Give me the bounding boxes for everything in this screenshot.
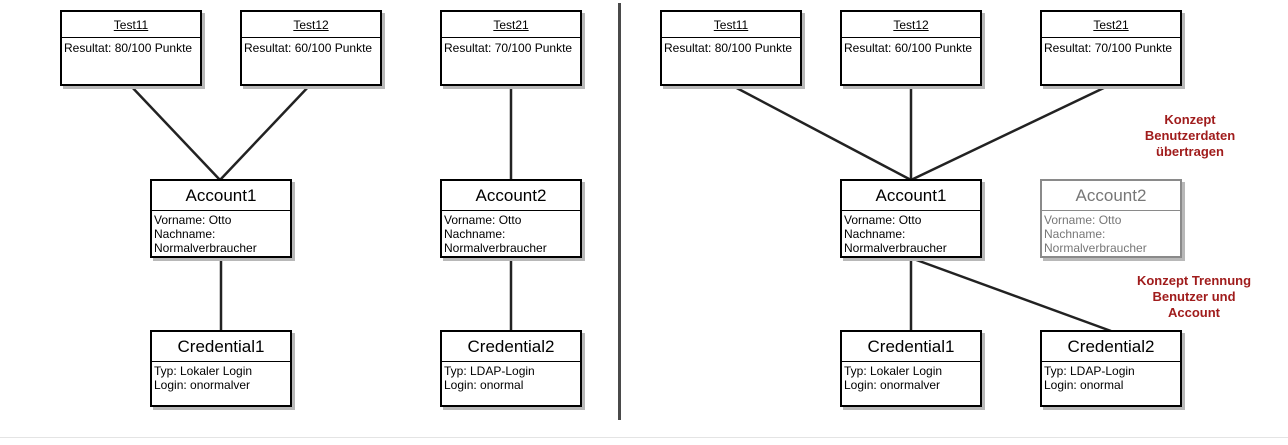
r-credential2-type: Typ: LDAP-Login	[1044, 364, 1135, 378]
account2-lastname-label: Nachname:	[444, 227, 506, 241]
credential2-title: Credential2	[442, 332, 580, 362]
r-test21-title: Test21	[1042, 12, 1180, 38]
test21-title: Test21	[442, 12, 580, 38]
test11-result: Resultat: 80/100 Punkte	[64, 41, 193, 55]
credential1-type: Typ: Lokaler Login	[154, 364, 253, 378]
test11-box[interactable]: Test11 Resultat: 80/100 Punkte	[60, 10, 202, 86]
r-credential1-box[interactable]: Credential1 Typ: Lokaler Login Login: on…	[840, 330, 982, 407]
r-test21-result: Resultat: 70/100 Punkte	[1044, 41, 1173, 55]
edge-r-account1-credential2	[910, 256, 1112, 333]
note-separation-line2: Benutzer und	[1152, 289, 1236, 304]
r-test21-box[interactable]: Test21 Resultat: 70/100 Punkte	[1040, 10, 1182, 86]
r-account1-firstname: Vorname: Otto	[844, 213, 922, 227]
credential1-box[interactable]: Credential1 Typ: Lokaler Login Login: on…	[150, 330, 292, 407]
credential1-title: Credential1	[152, 332, 290, 362]
r-test12-result: Resultat: 60/100 Punkte	[844, 41, 973, 55]
r-credential1-login: Login: onormalver	[844, 378, 941, 392]
account1-lastname: Normalverbraucher	[154, 241, 257, 255]
note-transfer-line1: Konzept	[1164, 112, 1216, 127]
credential2-login: Login: onormal	[444, 378, 524, 392]
test11-title: Test11	[62, 12, 200, 38]
note-transfer-concept: Konzept Benutzerdaten übertragen	[1130, 112, 1250, 160]
account1-title: Account1	[152, 181, 290, 211]
credential2-type: Typ: LDAP-Login	[444, 364, 535, 378]
account1-firstname: Vorname: Otto	[154, 213, 232, 227]
test21-box[interactable]: Test21 Resultat: 70/100 Punkte	[440, 10, 582, 86]
r-test11-box[interactable]: Test11 Resultat: 80/100 Punkte	[660, 10, 802, 86]
bottom-rule	[0, 437, 1288, 438]
r-credential1-type: Typ: Lokaler Login	[844, 364, 943, 378]
test12-result: Resultat: 60/100 Punkte	[244, 41, 373, 55]
r-credential2-login: Login: onormal	[1044, 378, 1124, 392]
r-test12-box[interactable]: Test12 Resultat: 60/100 Punkte	[840, 10, 982, 86]
edge-r-test21-account1	[910, 83, 1111, 182]
note-separation-line1: Konzept Trennung	[1136, 273, 1252, 288]
test12-box[interactable]: Test12 Resultat: 60/100 Punkte	[240, 10, 382, 86]
note-separation-line3: Account	[1168, 305, 1220, 320]
r-account2-box-faded[interactable]: Account2 Vorname: Otto Nachname: Normalv…	[1040, 179, 1182, 258]
account1-lastname-label: Nachname:	[154, 227, 216, 241]
r-account2-title: Account2	[1042, 181, 1180, 211]
account2-box[interactable]: Account2 Vorname: Otto Nachname: Normalv…	[440, 179, 582, 258]
r-test12-title: Test12	[842, 12, 980, 38]
account1-box[interactable]: Account1 Vorname: Otto Nachname: Normalv…	[150, 179, 292, 258]
test21-result: Resultat: 70/100 Punkte	[444, 41, 573, 55]
r-test11-title: Test11	[662, 12, 800, 38]
r-credential1-title: Credential1	[842, 332, 980, 362]
r-account1-lastname-label: Nachname:	[844, 227, 906, 241]
edge-test11-account1	[129, 84, 221, 181]
r-account2-lastname-label: Nachname:	[1044, 227, 1106, 241]
note-separation-concept: Konzept Trennung Benutzer und Account	[1126, 273, 1262, 321]
account2-firstname: Vorname: Otto	[444, 213, 522, 227]
account2-title: Account2	[442, 181, 580, 211]
r-credential2-box[interactable]: Credential2 Typ: LDAP-Login Login: onorm…	[1040, 330, 1182, 407]
divider-line	[618, 3, 621, 420]
account2-lastname: Normalverbraucher	[444, 241, 547, 255]
note-transfer-line2: Benutzerdaten	[1144, 128, 1236, 143]
r-account2-firstname: Vorname: Otto	[1044, 213, 1122, 227]
r-account1-title: Account1	[842, 181, 980, 211]
r-test11-result: Resultat: 80/100 Punkte	[664, 41, 793, 55]
edge-r-test11-account1	[730, 83, 912, 182]
r-account1-lastname: Normalverbraucher	[844, 241, 947, 255]
r-account1-box[interactable]: Account1 Vorname: Otto Nachname: Normalv…	[840, 179, 982, 258]
r-credential2-title: Credential2	[1042, 332, 1180, 362]
credential1-login: Login: onormalver	[154, 378, 251, 392]
test12-title: Test12	[242, 12, 380, 38]
note-transfer-line3: übertragen	[1156, 144, 1224, 159]
credential2-box[interactable]: Credential2 Typ: LDAP-Login Login: onorm…	[440, 330, 582, 407]
r-account2-lastname: Normalverbraucher	[1044, 241, 1147, 255]
edge-test12-account1	[219, 84, 311, 181]
